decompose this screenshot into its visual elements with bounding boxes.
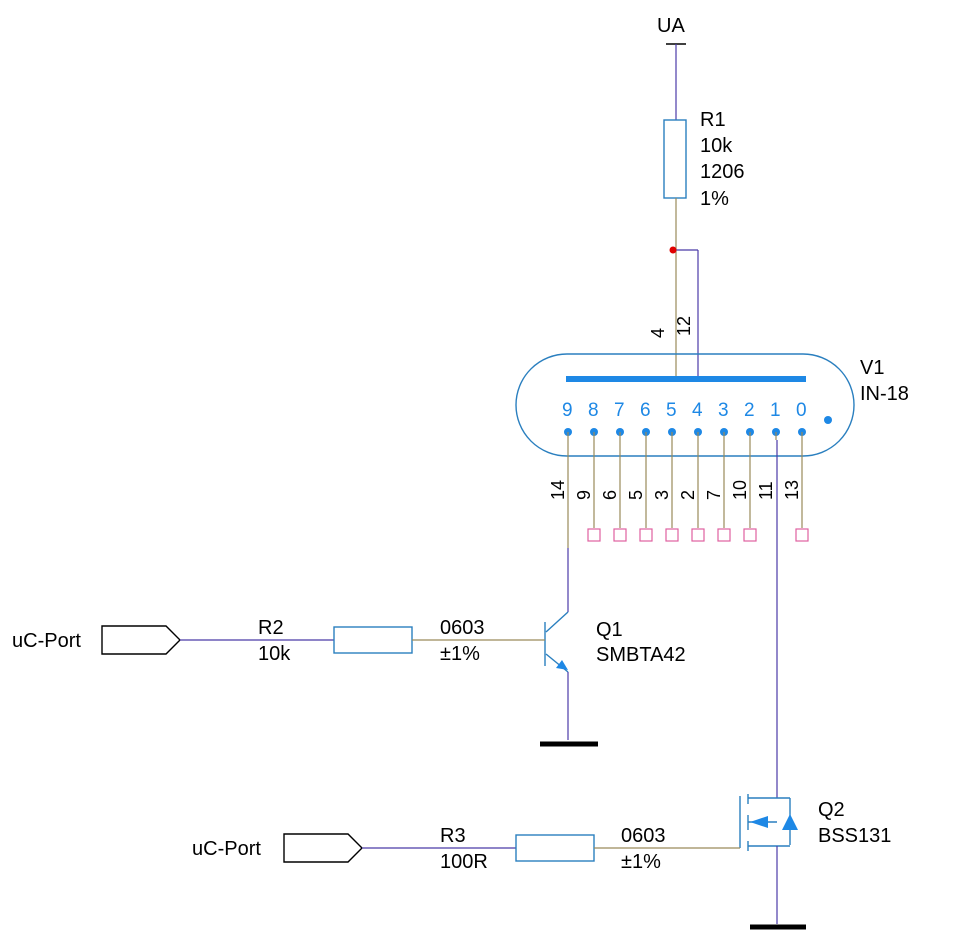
junction-dot bbox=[669, 246, 677, 254]
supply-ua: UA bbox=[657, 15, 686, 120]
r3-value: 100R bbox=[440, 851, 488, 873]
input-chain-1: uC-Port R2 10k 0603 ±1% bbox=[12, 617, 545, 665]
tube-digit-0: 0 bbox=[796, 400, 807, 421]
resistor-r2[interactable] bbox=[333, 626, 413, 654]
cathode-pin-3: 3 bbox=[652, 490, 672, 500]
supply-label: UA bbox=[657, 15, 685, 37]
v1-part: IN-18 bbox=[860, 383, 909, 405]
r1-tolerance: 1% bbox=[700, 188, 729, 210]
tube-decimal-point bbox=[824, 416, 832, 424]
q2-body-diode bbox=[782, 814, 798, 830]
port-connector-2[interactable] bbox=[283, 833, 363, 863]
r1-value: 10k bbox=[700, 135, 733, 157]
port-connector-1[interactable] bbox=[101, 625, 181, 655]
no-connect-pad-6 bbox=[639, 528, 653, 542]
input-chain-2: uC-Port R3 100R 0603 ±1% bbox=[192, 825, 740, 873]
tube-digit-8: 8 bbox=[588, 400, 599, 421]
cathode-pin-13: 13 bbox=[782, 480, 802, 500]
r1-package: 1206 bbox=[700, 161, 745, 183]
anode-pin-12: 12 bbox=[674, 316, 694, 336]
r3-ref: R3 bbox=[440, 825, 466, 847]
no-connect-pad-0 bbox=[795, 528, 809, 542]
no-connect-pad-8 bbox=[587, 528, 601, 542]
anode-pin-4: 4 bbox=[648, 328, 668, 338]
r2-tolerance: ±1% bbox=[440, 643, 480, 665]
no-connect-pad-4 bbox=[691, 528, 705, 542]
resistor-r3[interactable] bbox=[515, 834, 595, 862]
v1-ref: V1 bbox=[860, 357, 884, 379]
port2-label: uC-Port bbox=[192, 838, 261, 860]
r1-ref: R1 bbox=[700, 109, 726, 131]
anode-net: 4 12 bbox=[648, 246, 699, 378]
cathode-pin-6: 6 bbox=[600, 490, 620, 500]
r2-value: 10k bbox=[258, 643, 291, 665]
q1-ref: Q1 bbox=[596, 619, 623, 641]
tube-envelope bbox=[515, 353, 855, 457]
cathode-pin-9: 9 bbox=[574, 490, 594, 500]
q2-body-arrow bbox=[750, 816, 768, 828]
cathode-pin-2: 2 bbox=[678, 490, 698, 500]
tube-digit-4: 4 bbox=[692, 400, 703, 421]
no-connect-pad-3 bbox=[717, 528, 731, 542]
transistor-q1[interactable]: Q1 SMBTA42 bbox=[540, 548, 686, 747]
port1-label: uC-Port bbox=[12, 630, 81, 652]
resistor-r1[interactable]: R1 10k 1206 1% bbox=[663, 109, 745, 250]
q2-ref: Q2 bbox=[818, 799, 845, 821]
q2-part: BSS131 bbox=[818, 825, 891, 847]
tube-digit-2: 2 bbox=[744, 400, 755, 421]
mosfet-q2[interactable]: Q2 BSS131 bbox=[739, 440, 891, 930]
tube-digit-3: 3 bbox=[718, 400, 729, 421]
q1-part: SMBTA42 bbox=[596, 644, 686, 666]
no-connect-pad-7 bbox=[613, 528, 627, 542]
tube-digit-5: 5 bbox=[666, 400, 677, 421]
cathode-pin-14: 14 bbox=[548, 480, 568, 500]
tube-digit-9: 9 bbox=[562, 400, 573, 421]
q1-emitter-arrow bbox=[556, 660, 568, 670]
tube-digit-7: 7 bbox=[614, 400, 625, 421]
tube-digit-1: 1 bbox=[770, 400, 781, 421]
r3-tolerance: ±1% bbox=[621, 851, 661, 873]
r3-package: 0603 bbox=[621, 825, 666, 847]
cathode-pin-11: 11 bbox=[756, 481, 776, 500]
tube-digit-6: 6 bbox=[640, 400, 651, 421]
cathode-pin-5: 5 bbox=[626, 490, 646, 500]
cathode-pin-10: 10 bbox=[730, 480, 750, 500]
r2-ref: R2 bbox=[258, 617, 284, 639]
cathode-pin-7: 7 bbox=[704, 490, 724, 500]
no-connect-pad-2 bbox=[743, 528, 757, 542]
r2-package: 0603 bbox=[440, 617, 485, 639]
no-connect-pad-5 bbox=[665, 528, 679, 542]
